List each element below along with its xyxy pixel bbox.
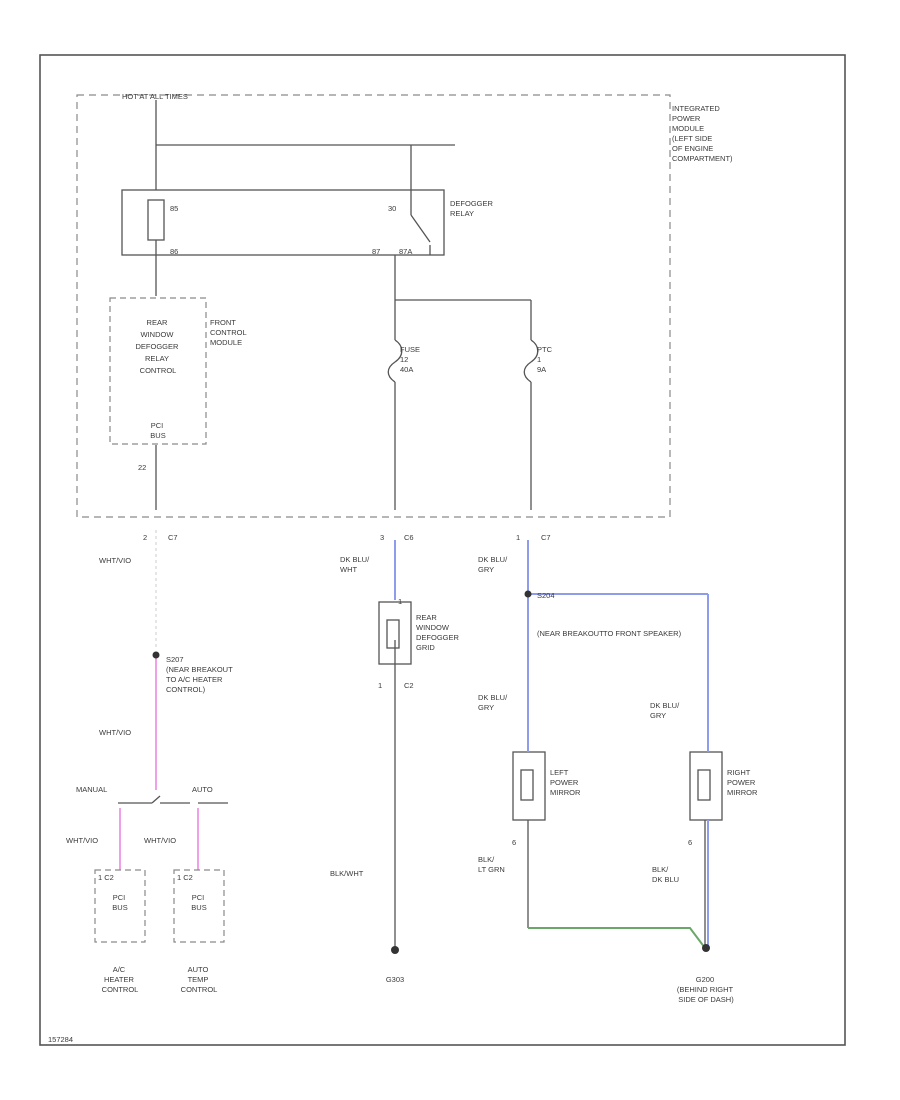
colored-wires xyxy=(119,530,709,949)
grid-pin-top: 1 xyxy=(398,597,402,606)
ac-heater-pin: 1 C2 xyxy=(98,873,114,882)
relay-pin-87: 87 xyxy=(372,247,380,256)
ptc-label: PTC 1 9A xyxy=(537,345,554,374)
relay-pin-87a: 87A xyxy=(399,247,412,256)
left-mirror-pin: 6 xyxy=(512,838,516,847)
left-mirror-label: LEFT POWER MIRROR xyxy=(550,768,581,797)
auto-temp-caption: AUTO TEMP CONTROL xyxy=(181,965,218,994)
wiring xyxy=(118,100,723,950)
connector-mid-name: C6 xyxy=(404,533,414,542)
figure-id: 157284 xyxy=(48,1035,73,1044)
ground-g200: G200 (BEHIND RIGHT SIDE OF DASH) xyxy=(677,975,735,1004)
ground-g303: G303 xyxy=(386,975,404,984)
ac-heater-module xyxy=(94,869,146,943)
splice-s207: S207 (NEAR BREAKOUT TO A/C HEATER CONTRO… xyxy=(166,655,235,694)
wire-dk-blu-gry-3: DK BLU/ GRY xyxy=(650,701,681,720)
connector-right-name: C7 xyxy=(541,533,551,542)
fcm-box-label: REAR WINDOW DEFOGGER RELAY CONTROL xyxy=(135,318,180,375)
ac-heater-caption: A/C HEATER CONTROL xyxy=(102,965,139,994)
relay-pin-30: 30 xyxy=(388,204,396,213)
right-mirror-label: RIGHT POWER MIRROR xyxy=(727,768,758,797)
grid-pin-bottom: 1 xyxy=(378,681,382,690)
fcm-bus-label: PCI BUS xyxy=(150,421,165,440)
connector-left-name: C7 xyxy=(168,533,178,542)
wire-wht-vio-1: WHT/VIO xyxy=(99,556,131,565)
connector-right-pin: 1 xyxy=(516,533,520,542)
wire-dk-blu-gry-1: DK BLU/ GRY xyxy=(478,555,509,574)
auto-temp-module xyxy=(173,869,225,943)
wire-wht-vio-2: WHT/VIO xyxy=(99,728,131,737)
splice-s204: S204 (NEAR BREAKOUT TO FRONT SPEAKER) xyxy=(537,591,682,638)
ipm-boundary xyxy=(76,94,671,518)
diagram-frame xyxy=(39,54,846,1046)
fuse-label: FUSE 12 40A xyxy=(400,345,422,374)
relay-pin-85: 85 xyxy=(170,204,178,213)
wire-wht-vio-4: WHT/VIO xyxy=(144,836,176,845)
fcm-label: FRONT CONTROL MODULE xyxy=(210,318,248,347)
relay-pin-86: 86 xyxy=(170,247,178,256)
wire-wht-vio-3: WHT/VIO xyxy=(66,836,98,845)
defogger-relay xyxy=(121,189,445,256)
right-mirror-pin: 6 xyxy=(688,838,692,847)
switch-auto: AUTO xyxy=(192,785,213,794)
wire-blk-dk-blu: BLK/ DK BLU xyxy=(652,865,679,884)
connector-left-pin: 2 xyxy=(143,533,147,542)
wire-dk-blu-gry-2: DK BLU/ GRY xyxy=(478,693,509,712)
splice-dots xyxy=(152,590,710,954)
fcm-pin: 22 xyxy=(138,463,146,472)
wire-blk-lt-grn: BLK/ LT GRN xyxy=(478,855,505,874)
fuse-header: HOT AT ALL TIMES xyxy=(122,92,188,101)
wire-blk-wht: BLK/WHT xyxy=(330,869,364,878)
ac-heater-bus: PCI BUS xyxy=(112,893,127,912)
grid-conn-bottom: C2 xyxy=(404,681,414,690)
grid-label: REAR WINDOW DEFOGGER GRID xyxy=(416,613,461,652)
fcm-box xyxy=(109,297,207,445)
auto-temp-bus: PCI BUS xyxy=(191,893,206,912)
connector-mid-pin: 3 xyxy=(380,533,384,542)
auto-temp-pin: 1 C2 xyxy=(177,873,193,882)
ipm-label: INTEGRATED POWER MODULE (LEFT SIDE OF EN… xyxy=(672,104,733,163)
switch-manual: MANUAL xyxy=(76,785,107,794)
wire-dk-blu-wht: DK BLU/ WHT xyxy=(340,555,371,574)
defogger-relay-label: DEFOGGER RELAY xyxy=(450,199,495,218)
